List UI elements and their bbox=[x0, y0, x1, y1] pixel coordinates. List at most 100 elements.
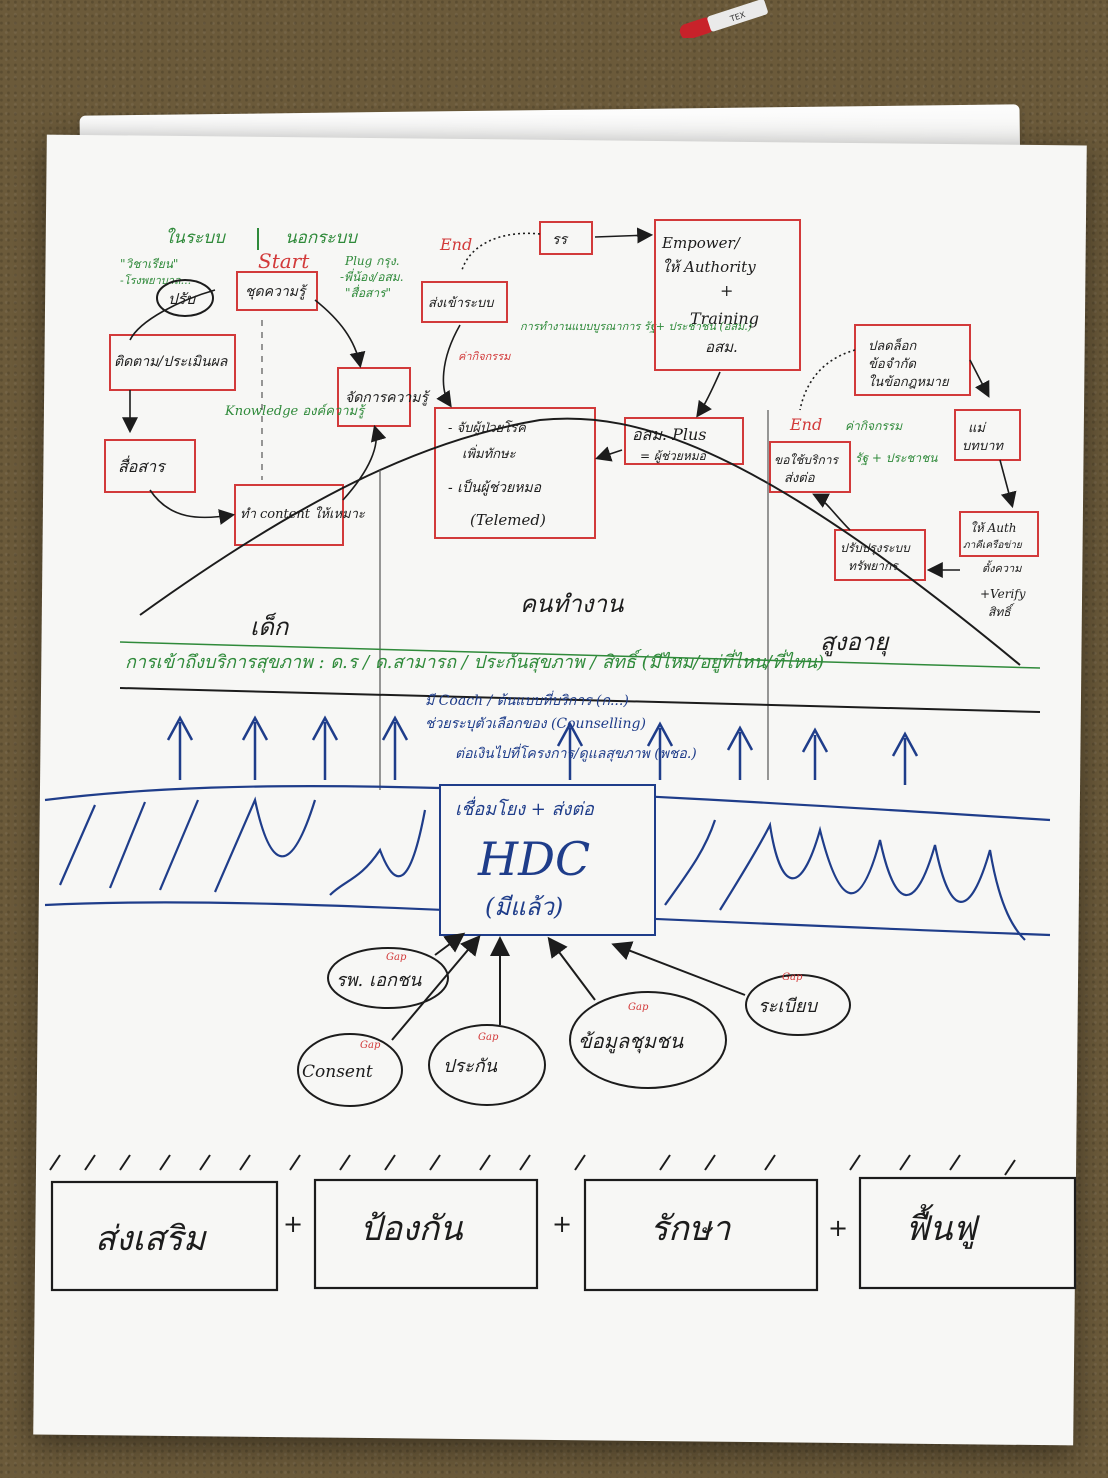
screen-box bbox=[434, 407, 596, 539]
plus-3: + bbox=[828, 1214, 848, 1242]
registry-label: ระเบียบ bbox=[758, 996, 818, 1017]
plus-line-2: = ผู้ช่วยหมอ bbox=[640, 449, 707, 464]
right-arrow-3 bbox=[999, 459, 1017, 509]
age-worker: คนทำงาน bbox=[520, 590, 624, 618]
verify-line-1: ตั้งความ bbox=[982, 560, 1022, 575]
mid-end-label: End bbox=[439, 235, 472, 254]
insurance-label: ประกัน bbox=[443, 1056, 498, 1077]
insurance-circle bbox=[428, 1024, 546, 1106]
private-circle bbox=[327, 947, 449, 1009]
gap-consent: Gap bbox=[360, 1040, 381, 1051]
treat-label: รักษา bbox=[650, 1209, 731, 1249]
fix-label: ปรับ bbox=[168, 290, 197, 308]
fix-circle bbox=[156, 279, 214, 317]
mid-arrow-5 bbox=[696, 371, 721, 418]
header-in-system: ในระบบ bbox=[165, 227, 226, 248]
header-out-system: นอกระบบ bbox=[285, 228, 358, 248]
data-box bbox=[236, 271, 318, 311]
treat-box bbox=[583, 1178, 819, 1292]
role-line-2: บทบาท bbox=[962, 439, 1004, 454]
screen-line-3: - เป็นผู้ช่วยหมอ bbox=[448, 479, 542, 496]
right-arrow-1 bbox=[799, 349, 856, 411]
note-right-2: -พี่น้อง/อสม. bbox=[340, 268, 404, 284]
send-box-label: ส่งเข้าระบบ bbox=[428, 296, 495, 311]
band-bottom bbox=[44, 901, 1051, 937]
right-note-kam: ค่ากิจกรรม bbox=[845, 419, 903, 433]
tick-marks bbox=[49, 1154, 1016, 1176]
follow-box-label: ติดตาม/ประเมินผล bbox=[114, 354, 229, 370]
empower-line-5: อสม. bbox=[705, 338, 738, 356]
red-marker: TEX bbox=[668, 0, 778, 40]
role-line-1: แม่ bbox=[968, 421, 987, 436]
comm-box bbox=[104, 439, 196, 493]
resource-line-2: ทรัพยากร bbox=[848, 559, 899, 573]
access-line-top bbox=[119, 641, 1041, 669]
registry-circle bbox=[745, 974, 851, 1036]
community-circle bbox=[569, 991, 727, 1089]
up-arrow-5 bbox=[556, 721, 584, 780]
infrastructure-band: เชื่อมโยง + ส่งต่อ HDC (มีแล้ว) bbox=[44, 784, 1051, 941]
knowledge-label: Knowledge องค์ความรู้ bbox=[224, 403, 367, 419]
note-right-3: "สื่อสาร" bbox=[345, 284, 391, 300]
resource-box bbox=[834, 529, 926, 581]
blue-line-3: ต่อเงินไปที่โครงการ/ดูแลสุขภาพ (พชอ.) bbox=[455, 743, 697, 762]
up-arrows bbox=[166, 715, 919, 785]
content-box-label: ทำ content ให้เหมาะ bbox=[240, 506, 366, 522]
right-arrow-2 bbox=[969, 359, 990, 398]
rehab-label: ฟื้นฟู bbox=[905, 1203, 980, 1249]
cycle-arrow-1 bbox=[129, 289, 216, 341]
auth-line-1: ให้ Auth bbox=[970, 521, 1017, 535]
refer-box bbox=[769, 441, 851, 493]
empower-line-2: ให้ Authority bbox=[662, 258, 756, 276]
unlock-line-2: ข้อจำกัด bbox=[868, 357, 916, 372]
manage-box-label: จัดการความรู้ bbox=[345, 390, 431, 406]
up-arrow-1 bbox=[166, 715, 194, 780]
cycle-arrow-4 bbox=[342, 424, 387, 501]
mid-note-health: การทำงานแบบบูรณาการ รัฐ+ ประชาชน (อสม.) bbox=[520, 320, 752, 333]
community-label: ข้อมูลชุมชน bbox=[578, 1029, 684, 1054]
mid-arrow-4 bbox=[594, 446, 623, 462]
mid-note-kam: ค่ากิจกรรม bbox=[458, 350, 511, 363]
comm-box-label: สื่อสาร bbox=[118, 455, 167, 476]
promote-label: ส่งเสริม bbox=[95, 1219, 207, 1259]
plus-1: + bbox=[283, 1210, 303, 1238]
rehab-box bbox=[858, 1176, 1077, 1290]
data-box-label: ชุดความรู้ bbox=[245, 284, 308, 300]
community-arrow bbox=[547, 936, 596, 1001]
life-curve-line bbox=[139, 417, 1021, 666]
rr-box-label: รร bbox=[552, 232, 569, 248]
blue-line-1: มี Coach / ต้นแบบที่บริการ (ก...) bbox=[425, 690, 629, 709]
note-left-2: -โรงพยาบาล... bbox=[120, 274, 191, 287]
empower-line-3: + bbox=[720, 281, 733, 300]
middle-cycle: End รร ส่งเข้าระบบ การทำงานแบบบูรณาการ ร… bbox=[421, 219, 801, 539]
consent-label: Consent bbox=[302, 1062, 373, 1082]
access-text: การเข้าถึงบริการสุขภาพ : ด.ร / ด.สามารถ … bbox=[125, 648, 824, 673]
access-band: การเข้าถึงบริการสุขภาพ : ด.ร / ด.สามารถ … bbox=[119, 641, 1041, 762]
screen-line-2: เพิ่มทักษะ bbox=[462, 444, 517, 462]
life-curve: เด็ก คนทำงาน สูงอายุ bbox=[139, 410, 1021, 790]
up-arrow-7 bbox=[726, 725, 754, 780]
promote-box bbox=[50, 1180, 279, 1292]
up-arrow-9 bbox=[891, 731, 919, 785]
cycle-arrow-3 bbox=[149, 489, 236, 525]
up-arrow-3 bbox=[311, 715, 339, 780]
mid-arrow-3 bbox=[436, 324, 461, 408]
screen-line-4: (Telemed) bbox=[470, 511, 546, 529]
age-elder: สูงอายุ bbox=[820, 628, 890, 657]
screen-line-1: - จับผู้ป่วยโรค bbox=[448, 420, 527, 436]
plus-box bbox=[624, 417, 744, 465]
verify-line-2: +Verify bbox=[980, 587, 1026, 601]
note-right-1: Plug กรุง. bbox=[344, 254, 400, 269]
hdc-title: HDC bbox=[477, 832, 590, 886]
role-box bbox=[954, 409, 1021, 461]
right-cycle: ปลดล็อก ข้อจำกัด ในข้อกฎหมาย End ค่ากิจก… bbox=[769, 324, 1039, 619]
refer-line-1: ขอใช้บริการ bbox=[774, 453, 839, 467]
hdc-top: เชื่อมโยง + ส่งต่อ bbox=[455, 796, 595, 820]
up-arrow-4 bbox=[381, 715, 409, 780]
left-cycle: ในระบบ นอกระบบ Start "วิชาเรียน" -โรงพยา… bbox=[104, 227, 431, 546]
unlock-line-3: ในข้อกฎหมาย bbox=[868, 374, 950, 390]
prevent-label: ป้องกัน bbox=[360, 1209, 463, 1249]
band-top bbox=[44, 785, 1051, 822]
private-label: รพ. เอกชน bbox=[336, 970, 422, 991]
